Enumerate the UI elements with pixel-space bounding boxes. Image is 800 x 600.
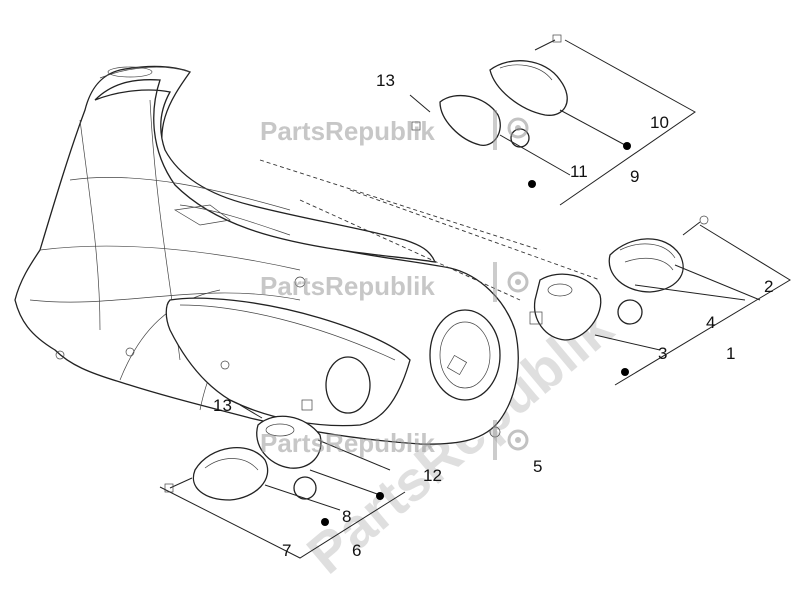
- callout-2: 2: [764, 277, 773, 296]
- gear-icon: [507, 271, 529, 293]
- callout-11: 11: [570, 162, 588, 181]
- callout-13-bottom: 13: [213, 396, 232, 415]
- callout-labels: 13 10 11 9 2 4 3 1 13 5 12 8 7 6: [213, 71, 773, 560]
- gear-icon: [507, 117, 529, 139]
- callout-13-top: 13: [376, 71, 395, 90]
- watermark-text: PartsRepublik: [260, 271, 435, 301]
- front-shield-body: [14, 65, 519, 445]
- right-indicator-assembly: [529, 215, 709, 341]
- callout-5: 5: [533, 457, 542, 476]
- gear-icon: [507, 429, 529, 451]
- construction-lines: [259, 159, 601, 301]
- watermark-top: PartsRepublik: [260, 110, 529, 150]
- watermark-text: PartsRepublik: [260, 116, 435, 146]
- callout-9: 9: [630, 167, 639, 186]
- callout-12: 12: [423, 466, 442, 485]
- left-indicator-assembly: [164, 399, 322, 501]
- callout-7: 7: [282, 541, 291, 560]
- callout-3: 3: [658, 344, 667, 363]
- callout-1: 1: [726, 344, 735, 363]
- callout-6: 6: [352, 541, 361, 560]
- watermark-bottom: PartsRepublik: [260, 420, 529, 460]
- leader-lines: [159, 39, 791, 559]
- upper-indicator-assembly: [411, 34, 568, 148]
- bullet-dots: [321, 142, 631, 526]
- watermark-middle: PartsRepublik: [260, 262, 529, 302]
- callout-10: 10: [650, 113, 669, 132]
- callout-8: 8: [342, 507, 351, 526]
- watermark-text: PartsRepublik: [260, 428, 435, 458]
- callout-4: 4: [706, 313, 715, 332]
